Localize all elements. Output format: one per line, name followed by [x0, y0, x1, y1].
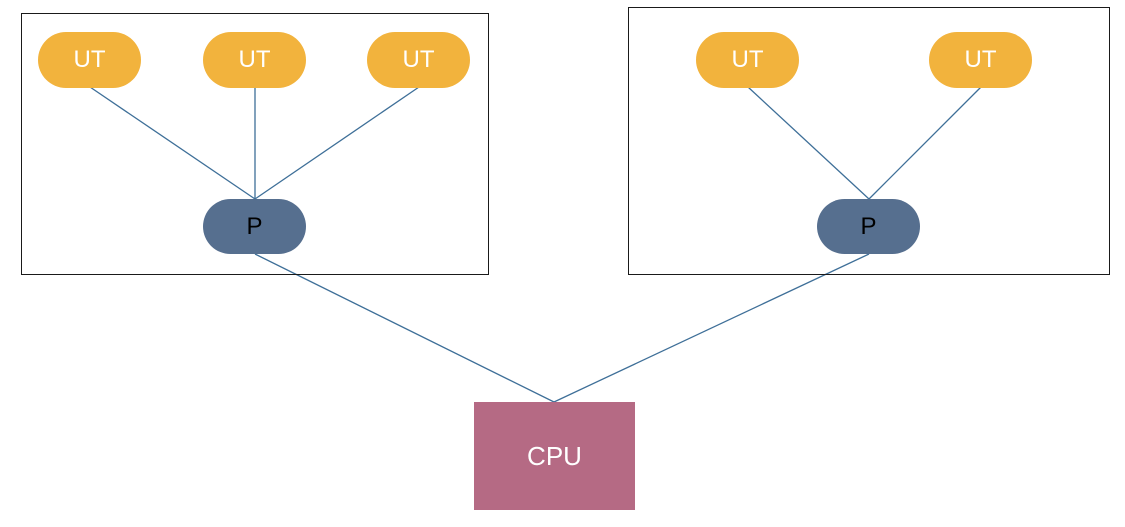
connector-p-right-cpu	[553, 253, 870, 403]
process-box-left	[21, 13, 489, 275]
process-node-left: P	[203, 199, 306, 254]
connector-ut4-p-right	[747, 86, 870, 200]
user-thread-node: UT	[367, 32, 470, 88]
cpu-node: CPU	[474, 402, 635, 510]
connector-p-left-cpu	[254, 253, 555, 403]
user-thread-node: UT	[203, 32, 306, 88]
connector-ut1-p-left	[89, 86, 256, 200]
process-node-right: P	[817, 199, 920, 254]
user-thread-node: UT	[696, 32, 799, 88]
user-thread-node: UT	[929, 32, 1032, 88]
process-box-right	[628, 7, 1110, 275]
user-thread-node: UT	[38, 32, 141, 88]
connector-ut3-p-left	[254, 86, 420, 200]
connector-ut5-p-right	[868, 86, 982, 200]
